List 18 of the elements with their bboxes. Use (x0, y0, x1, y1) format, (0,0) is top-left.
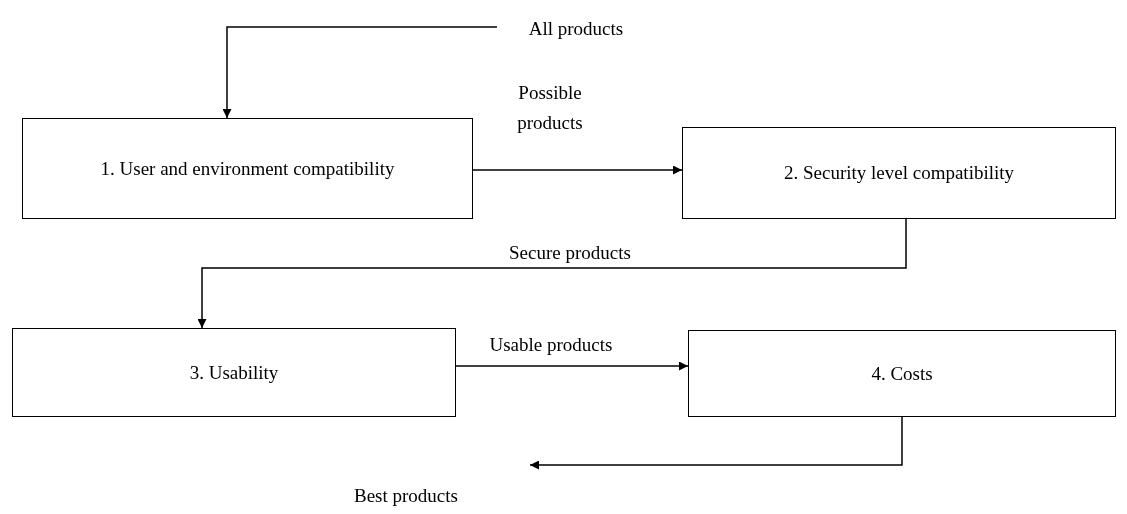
arrow (197, 218, 907, 329)
process-box (688, 330, 1116, 417)
process-box (12, 328, 456, 417)
edge-label: Secure products (509, 241, 631, 265)
edge-label: Usable products (489, 333, 613, 357)
step-label: 4. Costs (871, 361, 933, 386)
arrow (529, 416, 903, 470)
arrow (472, 165, 683, 175)
node-text: All products (528, 17, 624, 42)
step-label: 3. Usability (189, 360, 279, 385)
step-label: 1. User and environment compatibility (100, 156, 395, 181)
arrow (455, 361, 689, 371)
arrow (222, 26, 498, 119)
process-box (22, 118, 473, 219)
edge-label: Possible products (516, 81, 584, 136)
process-box (682, 127, 1116, 219)
step-label: 2. Security level compatibility (783, 161, 1015, 186)
node-text: Best products (354, 484, 458, 509)
